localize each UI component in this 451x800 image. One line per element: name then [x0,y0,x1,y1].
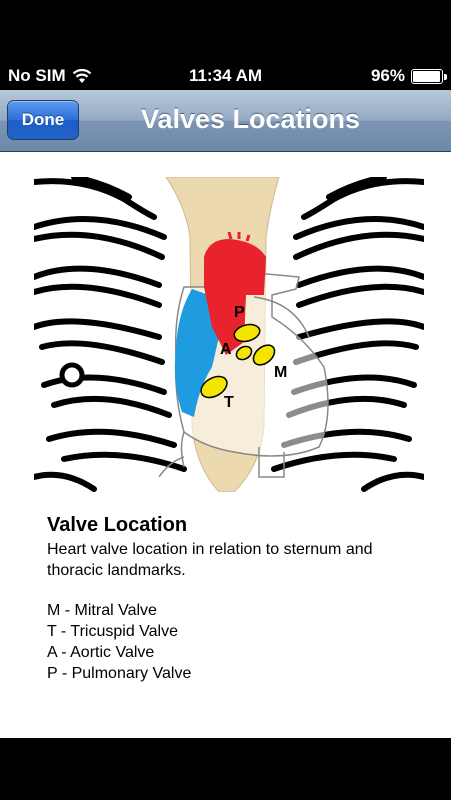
ribs-left [31,174,187,492]
navigation-bar: Done Valves Locations [0,90,451,152]
diagram-svg: P A M T [31,174,427,493]
caption-description: Heart valve location in relation to ster… [47,541,373,579]
label-p: P [234,304,245,321]
right-heart-shape [174,289,219,417]
content-area: P A M T Valve Location Heart valve locat… [0,152,451,738]
legend-item-pulmonary: P - Pulmonary Valve [47,665,192,682]
battery-icon [411,68,447,84]
status-right: 96% [370,66,447,86]
legend-item-mitral: M - Mitral Valve [47,602,157,619]
aorta-shape [204,239,266,355]
heart-valve-diagram: P A M T [31,174,427,493]
ribs-right [271,174,427,492]
pulmonary-valve [233,323,261,343]
tricuspid-valve [200,375,228,399]
label-a: A [220,341,232,358]
status-left: No SIM [8,66,92,86]
carrier-label: No SIM [8,66,66,85]
wifi-icon [72,68,92,84]
aortic-valve [235,345,253,361]
legend-item-aortic: A - Aortic Valve [47,644,155,661]
battery-percent: 96% [370,66,405,85]
label-t: T [224,394,234,411]
page-title: Valves Locations [140,104,361,134]
legend-item-tricuspid: T - Tricuspid Valve [47,623,179,640]
status-time: 11:34 AM [188,66,263,85]
bottom-bar [0,738,451,800]
done-button[interactable]: Done [7,100,79,140]
clavicle-joint-icon [59,362,85,388]
status-bar: No SIM 11:34 AM 96% [0,62,451,90]
mitral-valve [252,344,276,366]
label-m: M [274,364,287,381]
caption-title: Valve Location [47,514,188,536]
valve-legend: M - Mitral Valve T - Tricuspid Valve A -… [47,600,191,684]
